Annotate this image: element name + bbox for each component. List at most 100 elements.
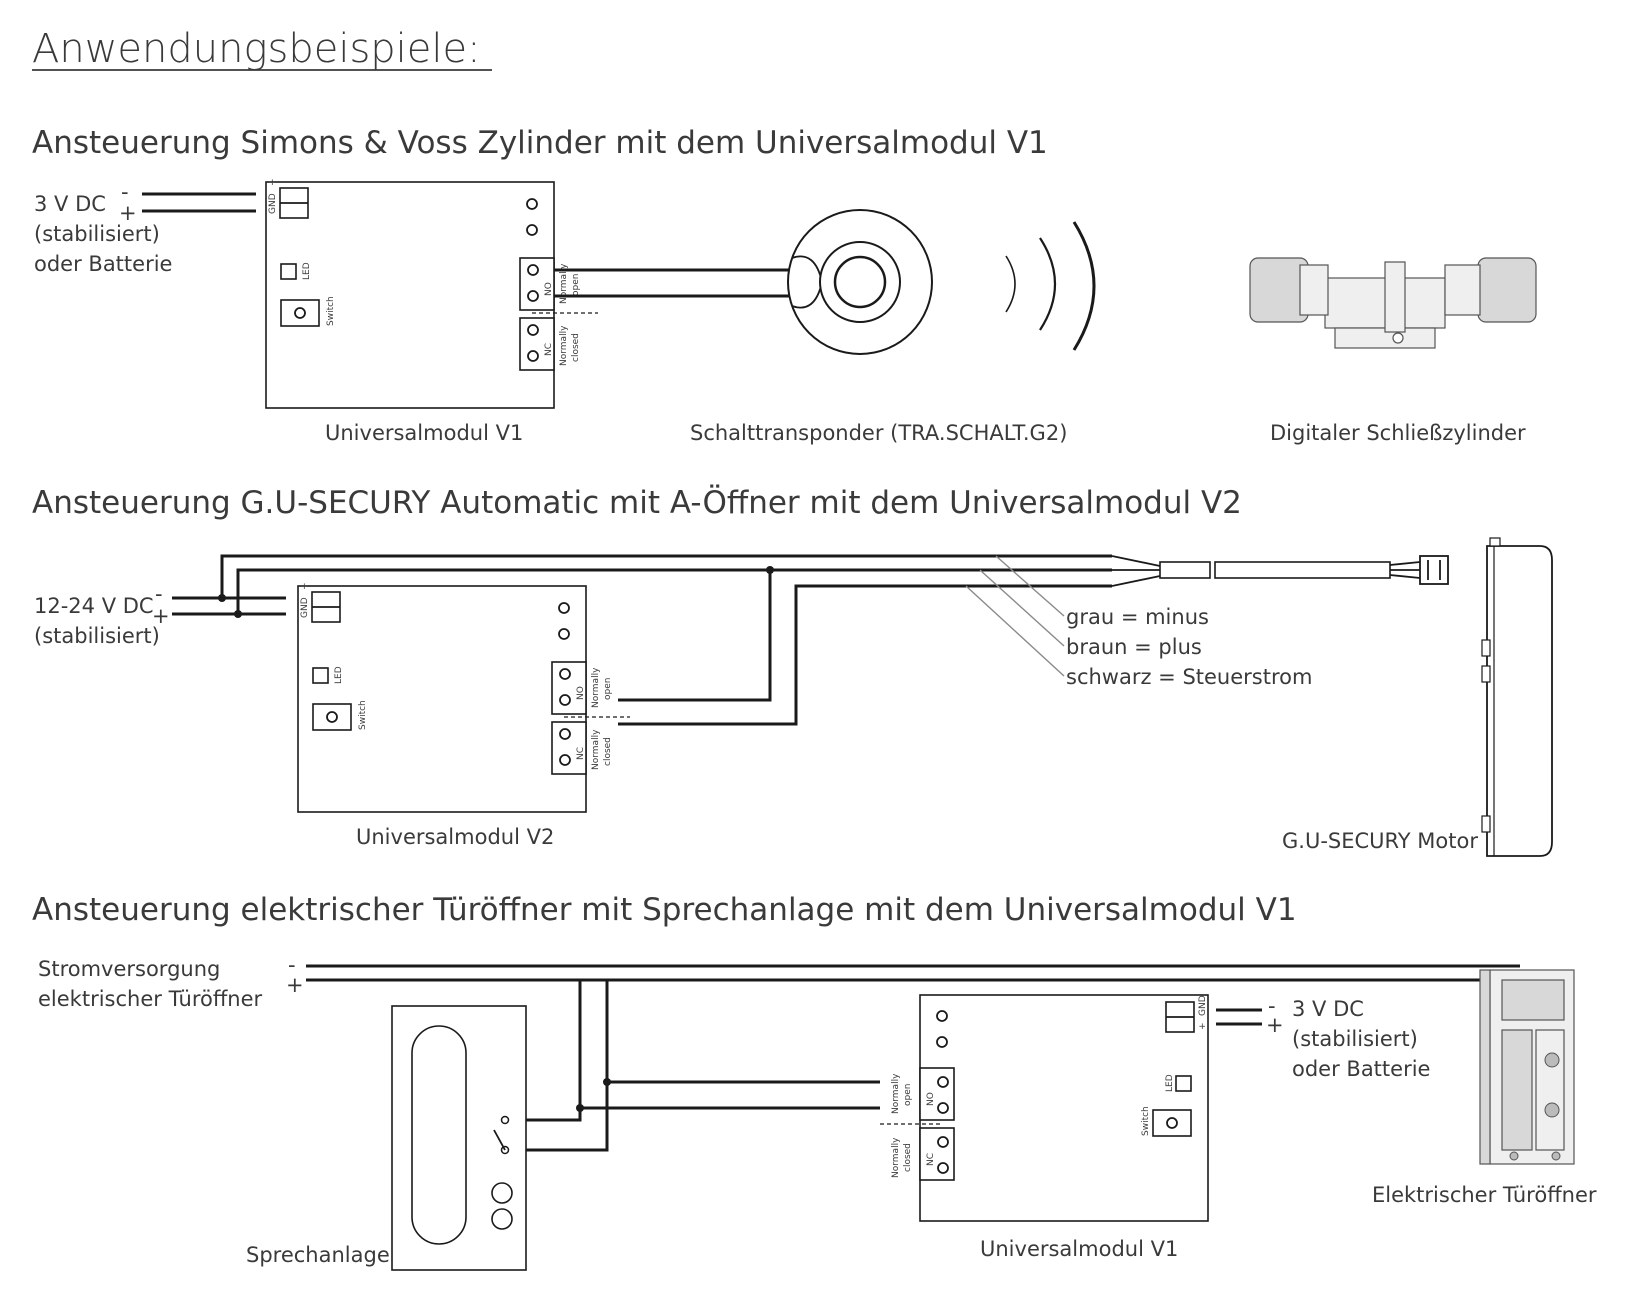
motor-label: G.U-SECURY Motor [1282, 829, 1478, 853]
svg-text:Normally: Normally [559, 325, 569, 366]
intercom-button [491, 1182, 513, 1204]
section3-supply-minus: - [288, 953, 296, 977]
brown-plus-wire [236, 568, 1112, 614]
svg-text:closed: closed [603, 737, 613, 766]
section2-minus-sign: - [155, 582, 163, 606]
module-board [265, 181, 555, 409]
svg-text:closed: closed [571, 333, 581, 362]
mounting-hole [526, 198, 538, 210]
section1-module-label: Universalmodul V1 [325, 421, 523, 445]
module-plus-link [618, 570, 772, 702]
mounting-hole [526, 224, 538, 236]
section2-title: Ansteuerung G.U-SECURY Automatic mit A-Ö… [32, 484, 1242, 521]
svg-text:Normally: Normally [591, 667, 601, 708]
intercom-switch-contact [493, 1129, 506, 1151]
universal-module-v1-top: GND + LED Switch NO Normally open NC Nor… [265, 178, 598, 409]
intercom-label: Sprechanlage [246, 1243, 390, 1267]
section-simons-voss: Ansteuerung Simons & Voss Zylinder mit d… [32, 125, 1537, 445]
page-title: Anwendungsbeispiele: [32, 26, 481, 72]
intercom-button [491, 1208, 513, 1230]
section1-minus-sign: - [121, 180, 129, 204]
wire-label-black: schwarz = Steuerstrom [1066, 665, 1312, 689]
svg-text:NO: NO [926, 1092, 936, 1106]
section3-power-line-2: (stabilisiert) [1292, 1027, 1418, 1051]
switched-wire [505, 980, 609, 1152]
svg-text:open: open [603, 678, 613, 700]
switch-button [312, 703, 352, 731]
svg-text:open: open [571, 274, 581, 296]
supply-line-1: Stromversorgung [38, 957, 220, 981]
intercom-panel [391, 1005, 527, 1271]
led-label: LED [302, 262, 312, 280]
section1-power-line-2: (stabilisiert) [34, 222, 160, 246]
switch-button [280, 299, 320, 327]
svg-text:+: + [1198, 1022, 1208, 1030]
section2-power-line-2: (stabilisiert) [34, 624, 160, 648]
svg-text:Switch: Switch [1141, 1106, 1151, 1136]
switch-label: Switch [326, 296, 336, 326]
section1-power-line-3: oder Batterie [34, 252, 172, 276]
opener-label: Elektrischer Türöffner [1372, 1183, 1597, 1207]
grey-minus-wire [220, 554, 1112, 598]
svg-text:open: open [903, 1084, 913, 1106]
section3-module-label: Universalmodul V1 [980, 1237, 1178, 1261]
switch-transponder [787, 209, 933, 355]
section3-power-line-3: oder Batterie [1292, 1057, 1430, 1081]
svg-text:GND: GND [300, 597, 310, 618]
svg-text:closed: closed [903, 1143, 913, 1172]
plus-label: + [268, 178, 278, 186]
no-label: NO [544, 282, 554, 296]
nc-label: NC [544, 343, 554, 356]
wire-label-grey: grau = minus [1066, 605, 1209, 629]
section3-title: Ansteuerung elektrischer Türöffner mit S… [32, 892, 1297, 928]
universal-module-v1-bottom: GND + LED Switch NO Normally open NC Nor… [880, 994, 1209, 1222]
svg-text:NO: NO [576, 686, 586, 700]
gu-secury-motor [1481, 537, 1553, 857]
nc-terminal [919, 1127, 955, 1181]
section3-battery-minus: - [1268, 994, 1276, 1018]
svg-text:Normally: Normally [591, 729, 601, 770]
section-door-opener: Ansteuerung elektrischer Türöffner mit S… [32, 892, 1597, 1271]
section-gu-secury: Ansteuerung G.U-SECURY Automatic mit A-Ö… [32, 484, 1553, 857]
module-board [919, 994, 1209, 1222]
svg-text:Normally: Normally [891, 1137, 901, 1178]
switch-button [1152, 1109, 1192, 1137]
section1-power-line-1: 3 V DC [34, 192, 106, 216]
supply-line-2: elektrischer Türöffner [38, 987, 263, 1011]
radio-waves-icon [1005, 221, 1096, 351]
intercom-speaker-grille [411, 1025, 467, 1245]
section3-battery-plus: + [1266, 1013, 1284, 1037]
universal-module-v2: GND + LED Switch NO Normally open NC Nor… [297, 582, 630, 813]
section2-power-line-1: 12-24 V DC [34, 594, 154, 618]
connector-plug [1419, 555, 1449, 585]
wire-label-brown: braun = plus [1066, 635, 1202, 659]
svg-text:NC: NC [576, 747, 586, 760]
electric-door-opener [1479, 969, 1575, 1165]
no-terminal [919, 1067, 955, 1121]
cable-sheath [1214, 561, 1391, 579]
svg-text:LED: LED [1165, 1074, 1175, 1092]
section2-plus-sign: + [152, 604, 170, 628]
svg-text:LED: LED [334, 666, 344, 684]
section3-power-line-1: 3 V DC [1292, 997, 1364, 1021]
module-board [297, 585, 587, 813]
led-indicator [312, 667, 329, 684]
cable-sheath [1159, 561, 1211, 579]
cylinder-label: Digitaler Schließzylinder [1270, 421, 1526, 445]
svg-text:Switch: Switch [358, 700, 368, 730]
plus-to-intercom-wire [505, 980, 582, 1122]
section2-module-label: Universalmodul V2 [356, 825, 554, 849]
svg-text:GND: GND [1198, 995, 1208, 1016]
svg-text:Normally: Normally [559, 263, 569, 304]
control-wire [618, 584, 1112, 726]
svg-text:Normally: Normally [891, 1073, 901, 1114]
svg-text:NC: NC [926, 1153, 936, 1166]
gnd-label: GND [268, 193, 278, 214]
section1-title: Ansteuerung Simons & Voss Zylinder mit d… [32, 125, 1048, 161]
led-indicator [1175, 1075, 1192, 1092]
led-indicator [280, 263, 297, 280]
svg-text:+: + [300, 582, 310, 590]
section1-plus-sign: + [119, 201, 137, 225]
transponder-label: Schalttransponder (TRA.SCHALT.G2) [690, 421, 1067, 445]
